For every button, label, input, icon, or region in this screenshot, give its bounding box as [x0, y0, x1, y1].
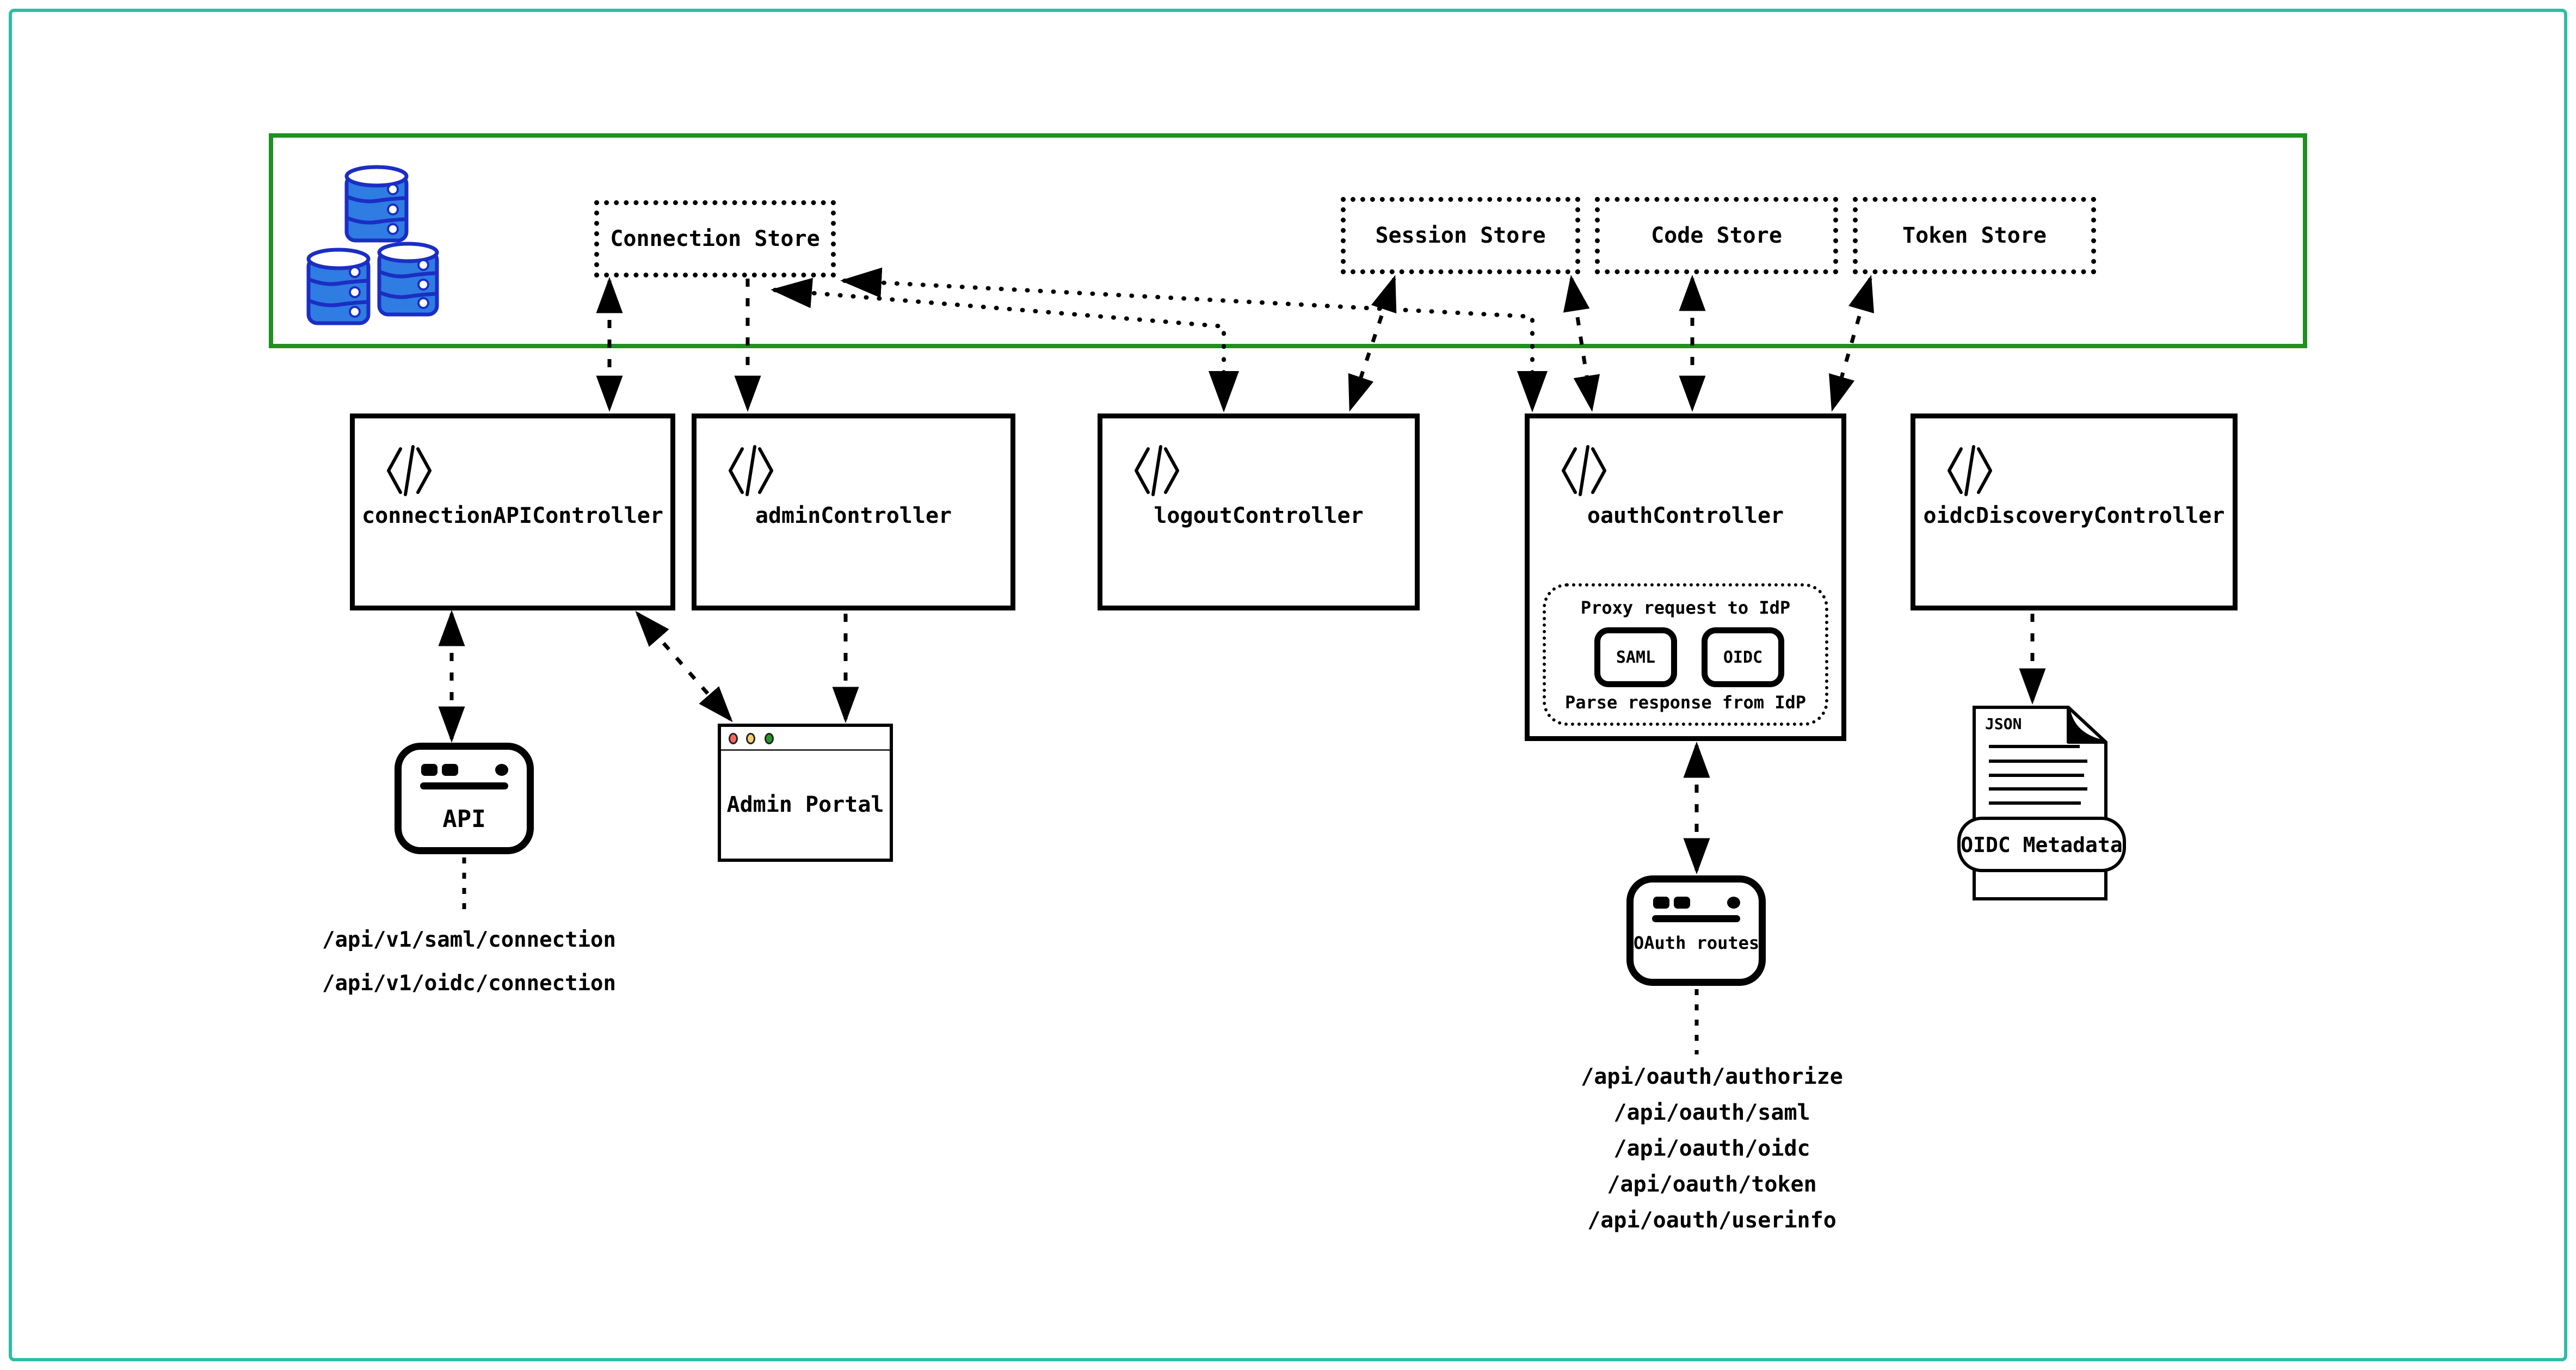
route-path: /api/v1/saml/connection [322, 928, 617, 952]
controller-label: adminController [755, 503, 952, 528]
oauth-routes-label: OAuth routes [1634, 933, 1760, 953]
box-logout-controller: logoutController [1098, 414, 1420, 610]
store-session-label: Session Store [1375, 223, 1546, 248]
route-path: /api/oauth/token [1607, 1172, 1817, 1197]
admin-portal-label: Admin Portal [726, 792, 884, 817]
store-connection-label: Connection Store [610, 226, 820, 251]
controller-label: oidcDiscoveryController [1923, 503, 2225, 528]
route-path: /api/oauth/authorize [1581, 1064, 1843, 1089]
code-icon [1135, 445, 1179, 496]
titlebar-line [420, 782, 508, 789]
titlebar-dot-icon [421, 764, 437, 776]
idp-proxy-box: Proxy request to IdP SAML OIDC Parse res… [1543, 583, 1828, 726]
store-code: Code Store [1595, 197, 1838, 274]
controller-label: logoutController [1154, 503, 1364, 528]
route-path: /api/oauth/saml [1613, 1100, 1810, 1125]
oauth-route-list: /api/oauth/authorize /api/oauth/saml /ap… [1549, 1059, 1875, 1238]
admin-portal-titlebar [721, 727, 890, 751]
controller-label: connectionAPIController [362, 503, 663, 528]
controller-label: oauthController [1587, 503, 1784, 528]
titlebar-dot-icon [1727, 897, 1740, 909]
route-path: /api/oauth/userinfo [1587, 1208, 1837, 1233]
titlebar-line [1652, 915, 1740, 922]
route-path: /api/oauth/oidc [1613, 1136, 1810, 1161]
code-icon [729, 445, 773, 496]
code-icon [1562, 445, 1606, 496]
store-token-label: Token Store [1902, 223, 2047, 248]
admin-portal-window: Admin Portal [718, 724, 893, 862]
api-app-titlebar [415, 764, 514, 789]
store-session: Session Store [1341, 197, 1580, 274]
route-path: /api/v1/oidc/connection [322, 971, 617, 996]
protocol-oidc: OIDC [1702, 627, 1784, 687]
proxy-request-label: Proxy request to IdP [1580, 597, 1791, 618]
code-icon [387, 445, 432, 496]
box-admin-controller: adminController [692, 414, 1015, 610]
box-oidc-discovery-controller: oidcDiscoveryController [1911, 414, 2238, 610]
store-connection: Connection Store [594, 200, 836, 277]
titlebar-dot-icon [1653, 897, 1669, 909]
traffic-light-yellow-icon [746, 733, 755, 744]
traffic-light-green-icon [765, 733, 774, 744]
store-token: Token Store [1853, 197, 2096, 274]
titlebar-dot-icon [495, 764, 508, 776]
code-icon [1948, 445, 1992, 496]
oauth-routes-titlebar [1647, 897, 1746, 922]
protocol-oidc-label: OIDC [1723, 647, 1763, 667]
box-connection-api-controller: connectionAPIController [350, 414, 675, 610]
protocol-saml-label: SAML [1616, 647, 1656, 667]
api-label: API [442, 805, 486, 833]
protocol-saml: SAML [1594, 627, 1677, 687]
page-border [9, 9, 2567, 1361]
parse-response-label: Parse response from IdP [1564, 692, 1807, 713]
titlebar-dot-icon [1674, 897, 1690, 909]
traffic-light-red-icon [729, 733, 738, 744]
oauth-routes-icon: OAuth routes [1626, 875, 1766, 986]
store-code-label: Code Store [1651, 223, 1782, 248]
titlebar-dot-icon [442, 764, 458, 776]
api-app-icon: API [395, 743, 534, 854]
api-route-list: /api/v1/saml/connection /api/v1/oidc/con… [300, 918, 638, 1005]
